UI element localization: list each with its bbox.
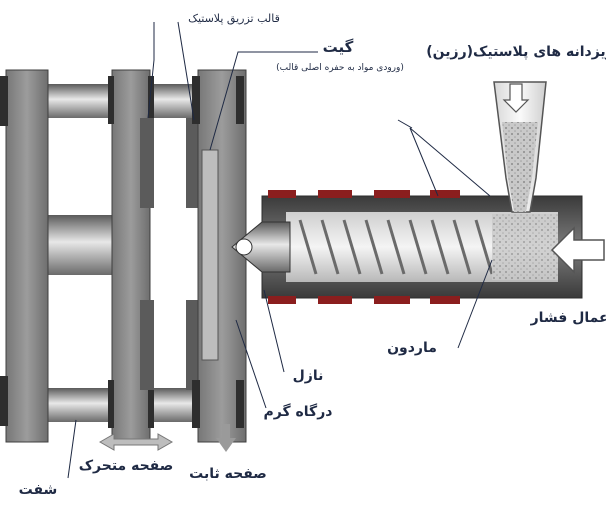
pressure-arrow [550, 226, 605, 274]
hopper [493, 81, 547, 213]
fixed-platen [192, 69, 247, 443]
mold-half-fixed [186, 118, 200, 208]
heater-bands [268, 190, 460, 304]
label-gate: گیت [323, 38, 354, 56]
label-screw: ماردون [387, 340, 437, 356]
label-mold: قالب تزریق پلاستیک [188, 12, 280, 26]
screw [298, 219, 494, 275]
leader-lines [67, 21, 493, 479]
label-nozzle: نازل [293, 368, 324, 384]
rear-platen [0, 69, 49, 443]
label-gate-note: (ورودی مواد به حفره اصلی قالب) [276, 63, 404, 73]
label-hot-runner: درگاه گرم [264, 403, 333, 420]
fixed-platen-arrow [216, 424, 236, 452]
injection-barrel [261, 190, 583, 304]
label-shaft: شفت [19, 482, 58, 498]
labels: قالب تزریق پلاستیک گیت (ورودی مواد به حف… [19, 12, 606, 498]
injection-mold [140, 118, 200, 390]
label-resin: ریزدانه های پلاستیک(رزین) [426, 44, 606, 60]
movable-platen-arrow [98, 433, 174, 451]
resin-arrow [502, 83, 530, 113]
nozzle [231, 221, 291, 273]
label-pressure: اعمال فشار [530, 310, 606, 326]
mold-half-moving [140, 118, 154, 208]
label-fixed-platen: صفحه ثابت [189, 466, 267, 482]
central-ram [40, 215, 120, 275]
label-movable-platen: صفحه متحرک [79, 458, 174, 474]
